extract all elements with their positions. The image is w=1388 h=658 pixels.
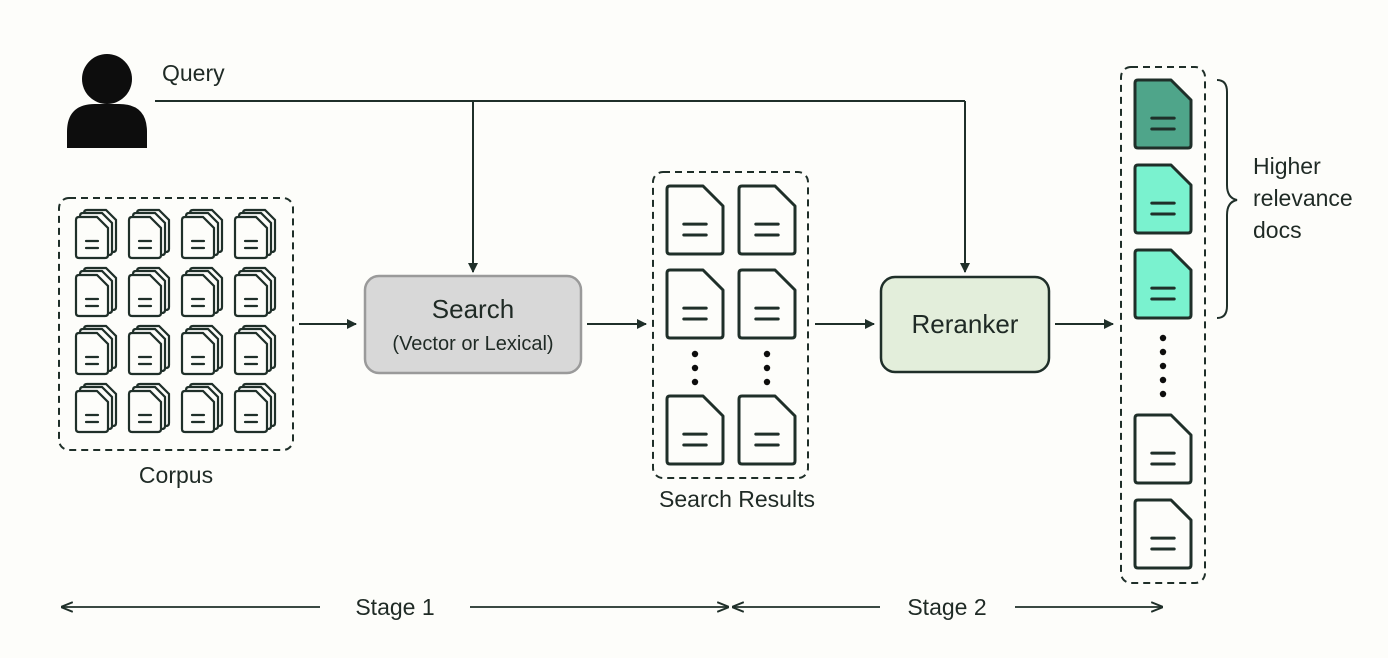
search-subtitle: (Vector or Lexical) (392, 333, 553, 355)
corpus-doc-icon (74, 324, 118, 376)
ranked-doc-icon-medium (1133, 248, 1193, 320)
higher-relevance-line-3: docs (1253, 217, 1302, 243)
corpus-docs (74, 208, 277, 434)
search-result-doc-icon (665, 184, 725, 256)
search-title: Search (432, 294, 514, 324)
reranker-label: Reranker (912, 309, 1019, 339)
corpus-doc-icon (127, 324, 171, 376)
corpus-doc-icon (180, 266, 224, 318)
corpus-doc-icon (180, 208, 224, 260)
corpus-doc-icon (74, 208, 118, 260)
higher-relevance-line-2: relevance (1253, 185, 1353, 211)
ranked-docs-container (1120, 66, 1206, 584)
search-result-doc-icon (737, 184, 797, 256)
stage-1-label: Stage 1 (355, 594, 434, 620)
corpus-doc-icon (233, 208, 277, 260)
search-results-container (652, 171, 809, 479)
search-result-doc-icon (737, 268, 797, 340)
corpus-label: Corpus (139, 462, 213, 488)
corpus-doc-icon (127, 208, 171, 260)
ellipsis-icon (763, 350, 771, 386)
search-results-docs (665, 184, 797, 466)
corpus-doc-icon (233, 266, 277, 318)
corpus-doc-icon (180, 382, 224, 434)
query-label: Query (162, 60, 225, 86)
corpus-doc-icon (74, 382, 118, 434)
ranked-doc-icon-high (1133, 78, 1193, 150)
ranked-docs (1133, 78, 1193, 570)
ranked-doc-icon-medium (1133, 163, 1193, 235)
search-result-doc-icon (737, 394, 797, 466)
search-box (363, 274, 583, 375)
corpus-doc-icon (74, 266, 118, 318)
search-results-label: Search Results (659, 486, 815, 512)
corpus-container (58, 197, 294, 451)
ellipsis-icon (691, 350, 699, 386)
corpus-doc-icon (127, 382, 171, 434)
relevance-brace (1216, 79, 1238, 319)
corpus-doc-icon (233, 324, 277, 376)
ellipsis-icon (1159, 334, 1167, 398)
search-result-doc-icon (665, 268, 725, 340)
user-icon (67, 54, 147, 148)
corpus-doc-icon (127, 266, 171, 318)
query-connector (155, 100, 970, 273)
ranked-doc-icon-low (1133, 498, 1193, 570)
corpus-doc-icon (233, 382, 277, 434)
corpus-doc-icon (180, 324, 224, 376)
ranked-doc-icon-low (1133, 413, 1193, 485)
reranker-box (879, 275, 1051, 374)
search-result-doc-icon (665, 394, 725, 466)
stage-2-label: Stage 2 (907, 594, 986, 620)
higher-relevance-line-1: Higher (1253, 153, 1321, 179)
